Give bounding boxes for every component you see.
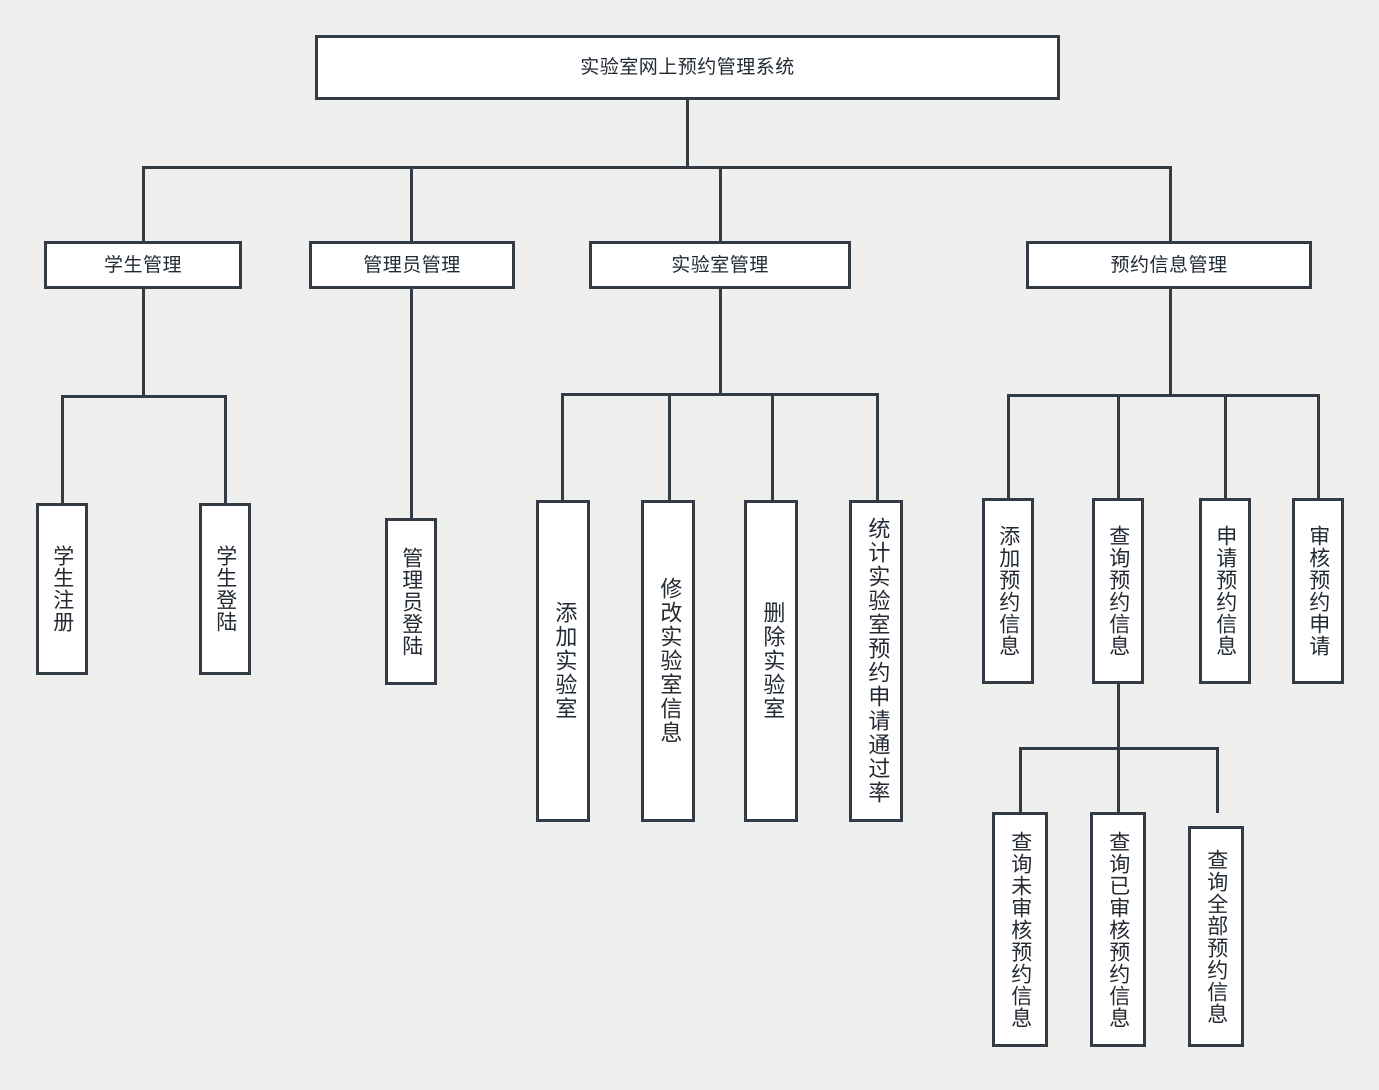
node-add-lab-label: 添加实验室 xyxy=(551,601,577,721)
node-reservation-info-management-label: 预约信息管理 xyxy=(1110,253,1228,276)
connector-reservation-to-add xyxy=(1007,394,1010,500)
connector-bus-to-lab xyxy=(719,166,722,241)
connector-admin-stem xyxy=(410,289,413,518)
connector-lab-to-modify xyxy=(668,393,671,501)
node-add-reservation-info[interactable]: 添加预约信息 xyxy=(982,498,1034,684)
node-student-management-label: 学生管理 xyxy=(103,253,182,276)
node-admin-management[interactable]: 管理员管理 xyxy=(309,241,515,289)
connector-root-stem xyxy=(686,100,689,168)
node-delete-lab[interactable]: 删除实验室 xyxy=(744,500,798,822)
node-query-reservation-info[interactable]: 查询预约信息 xyxy=(1092,498,1144,684)
node-root[interactable]: 实验室网上预约管理系统 xyxy=(315,35,1060,100)
connector-reservation-to-query xyxy=(1117,394,1120,500)
node-student-login-label: 学生登陆 xyxy=(213,545,238,633)
connector-student-stem xyxy=(142,289,145,397)
connector-query-to-unreviewed xyxy=(1019,747,1022,813)
connector-query-to-all xyxy=(1216,747,1219,813)
node-add-reservation-info-label: 添加预约信息 xyxy=(996,525,1021,657)
node-student-management[interactable]: 学生管理 xyxy=(44,241,242,289)
connector-reservation-bus xyxy=(1007,394,1320,397)
node-admin-login[interactable]: 管理员登陆 xyxy=(385,518,437,685)
node-lab-approval-rate-stats[interactable]: 统计实验室预约申请通过率 xyxy=(849,500,903,822)
connector-lab-stem xyxy=(719,289,722,395)
connector-lab-to-delete xyxy=(771,393,774,501)
node-root-label: 实验室网上预约管理系统 xyxy=(580,56,795,79)
connector-level2-bus xyxy=(142,166,1172,169)
node-add-lab[interactable]: 添加实验室 xyxy=(536,500,590,822)
node-query-unreviewed[interactable]: 查询未审核预约信息 xyxy=(992,812,1048,1047)
connector-bus-to-admin xyxy=(410,166,413,241)
connector-reservation-to-apply xyxy=(1224,394,1227,500)
node-lab-management-label: 实验室管理 xyxy=(671,253,769,276)
node-admin-management-label: 管理员管理 xyxy=(363,253,461,276)
node-delete-lab-label: 删除实验室 xyxy=(759,601,785,721)
node-modify-lab-info-label: 修改实验室信息 xyxy=(656,577,682,745)
node-review-reservation-application-label: 审核预约申请 xyxy=(1306,525,1331,657)
node-query-unreviewed-label: 查询未审核预约信息 xyxy=(1008,830,1033,1029)
connector-reservation-to-review xyxy=(1317,394,1320,500)
node-query-reviewed-label: 查询已审核预约信息 xyxy=(1106,830,1131,1029)
connector-lab-to-stats xyxy=(876,393,879,501)
node-query-reviewed[interactable]: 查询已审核预约信息 xyxy=(1090,812,1146,1047)
connector-lab-to-add xyxy=(561,393,564,501)
node-student-register[interactable]: 学生注册 xyxy=(36,503,88,675)
connector-student-to-register xyxy=(61,395,64,503)
node-reservation-info-management[interactable]: 预约信息管理 xyxy=(1026,241,1312,289)
node-apply-reservation-info[interactable]: 申请预约信息 xyxy=(1199,498,1251,684)
node-student-login[interactable]: 学生登陆 xyxy=(199,503,251,675)
node-apply-reservation-info-label: 申请预约信息 xyxy=(1213,525,1238,657)
connector-reservation-stem xyxy=(1169,289,1172,396)
connector-query-to-reviewed xyxy=(1117,747,1120,813)
node-lab-approval-rate-stats-label: 统计实验室预约申请通过率 xyxy=(864,517,890,805)
node-review-reservation-application[interactable]: 审核预约申请 xyxy=(1292,498,1344,684)
connector-query-stem xyxy=(1117,684,1120,750)
connector-bus-to-reservation xyxy=(1169,166,1172,241)
node-student-register-label: 学生注册 xyxy=(50,545,75,633)
node-modify-lab-info[interactable]: 修改实验室信息 xyxy=(641,500,695,822)
node-lab-management[interactable]: 实验室管理 xyxy=(589,241,851,289)
node-admin-login-label: 管理员登陆 xyxy=(399,546,424,657)
connector-student-bus xyxy=(61,395,227,398)
node-query-all-label: 查询全部预约信息 xyxy=(1204,848,1229,1025)
connector-student-to-login xyxy=(224,395,227,503)
node-query-reservation-info-label: 查询预约信息 xyxy=(1106,525,1131,657)
connector-bus-to-student xyxy=(142,166,145,241)
node-query-all[interactable]: 查询全部预约信息 xyxy=(1188,826,1244,1047)
connector-lab-bus xyxy=(561,393,879,396)
